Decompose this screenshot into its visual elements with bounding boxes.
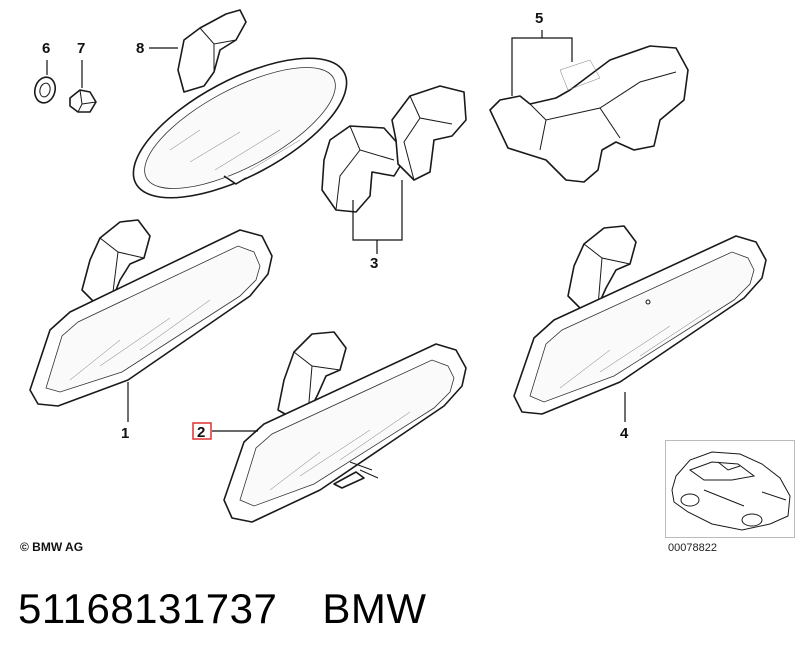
callout-2: 2 bbox=[197, 424, 205, 441]
diagram-id: 00078822 bbox=[668, 542, 717, 554]
copyright-text: © BMW AG bbox=[20, 540, 84, 554]
part-5-mirror-housing[interactable] bbox=[489, 45, 689, 183]
brand-name: BMW bbox=[322, 585, 427, 632]
callout-5: 5 bbox=[535, 10, 543, 27]
part-6-washer[interactable] bbox=[32, 75, 58, 105]
callout-1: 1 bbox=[121, 425, 129, 442]
part-number: 51168131737 bbox=[18, 585, 278, 632]
part-2-mirror[interactable] bbox=[223, 331, 467, 523]
part-footer: 51168131737 BMW bbox=[18, 585, 426, 633]
callout-7: 7 bbox=[77, 40, 85, 57]
callout-3: 3 bbox=[370, 255, 378, 272]
part-8-oval-mirror[interactable] bbox=[113, 9, 366, 226]
car-thumbnail-frame bbox=[665, 440, 795, 538]
car-thumbnail bbox=[671, 451, 791, 531]
part-3-cover-left[interactable] bbox=[321, 125, 405, 213]
callout-4: 4 bbox=[620, 425, 629, 442]
part-7-cap[interactable] bbox=[69, 89, 97, 113]
leader-3 bbox=[352, 180, 403, 254]
leader-5 bbox=[511, 30, 573, 96]
part-1-mirror[interactable] bbox=[29, 219, 273, 407]
part-3-cover-right[interactable] bbox=[391, 85, 467, 181]
callout-6: 6 bbox=[42, 40, 50, 57]
callout-2-highlight bbox=[192, 422, 212, 440]
callout-8: 8 bbox=[136, 40, 144, 57]
part-4-mirror[interactable] bbox=[513, 225, 767, 415]
